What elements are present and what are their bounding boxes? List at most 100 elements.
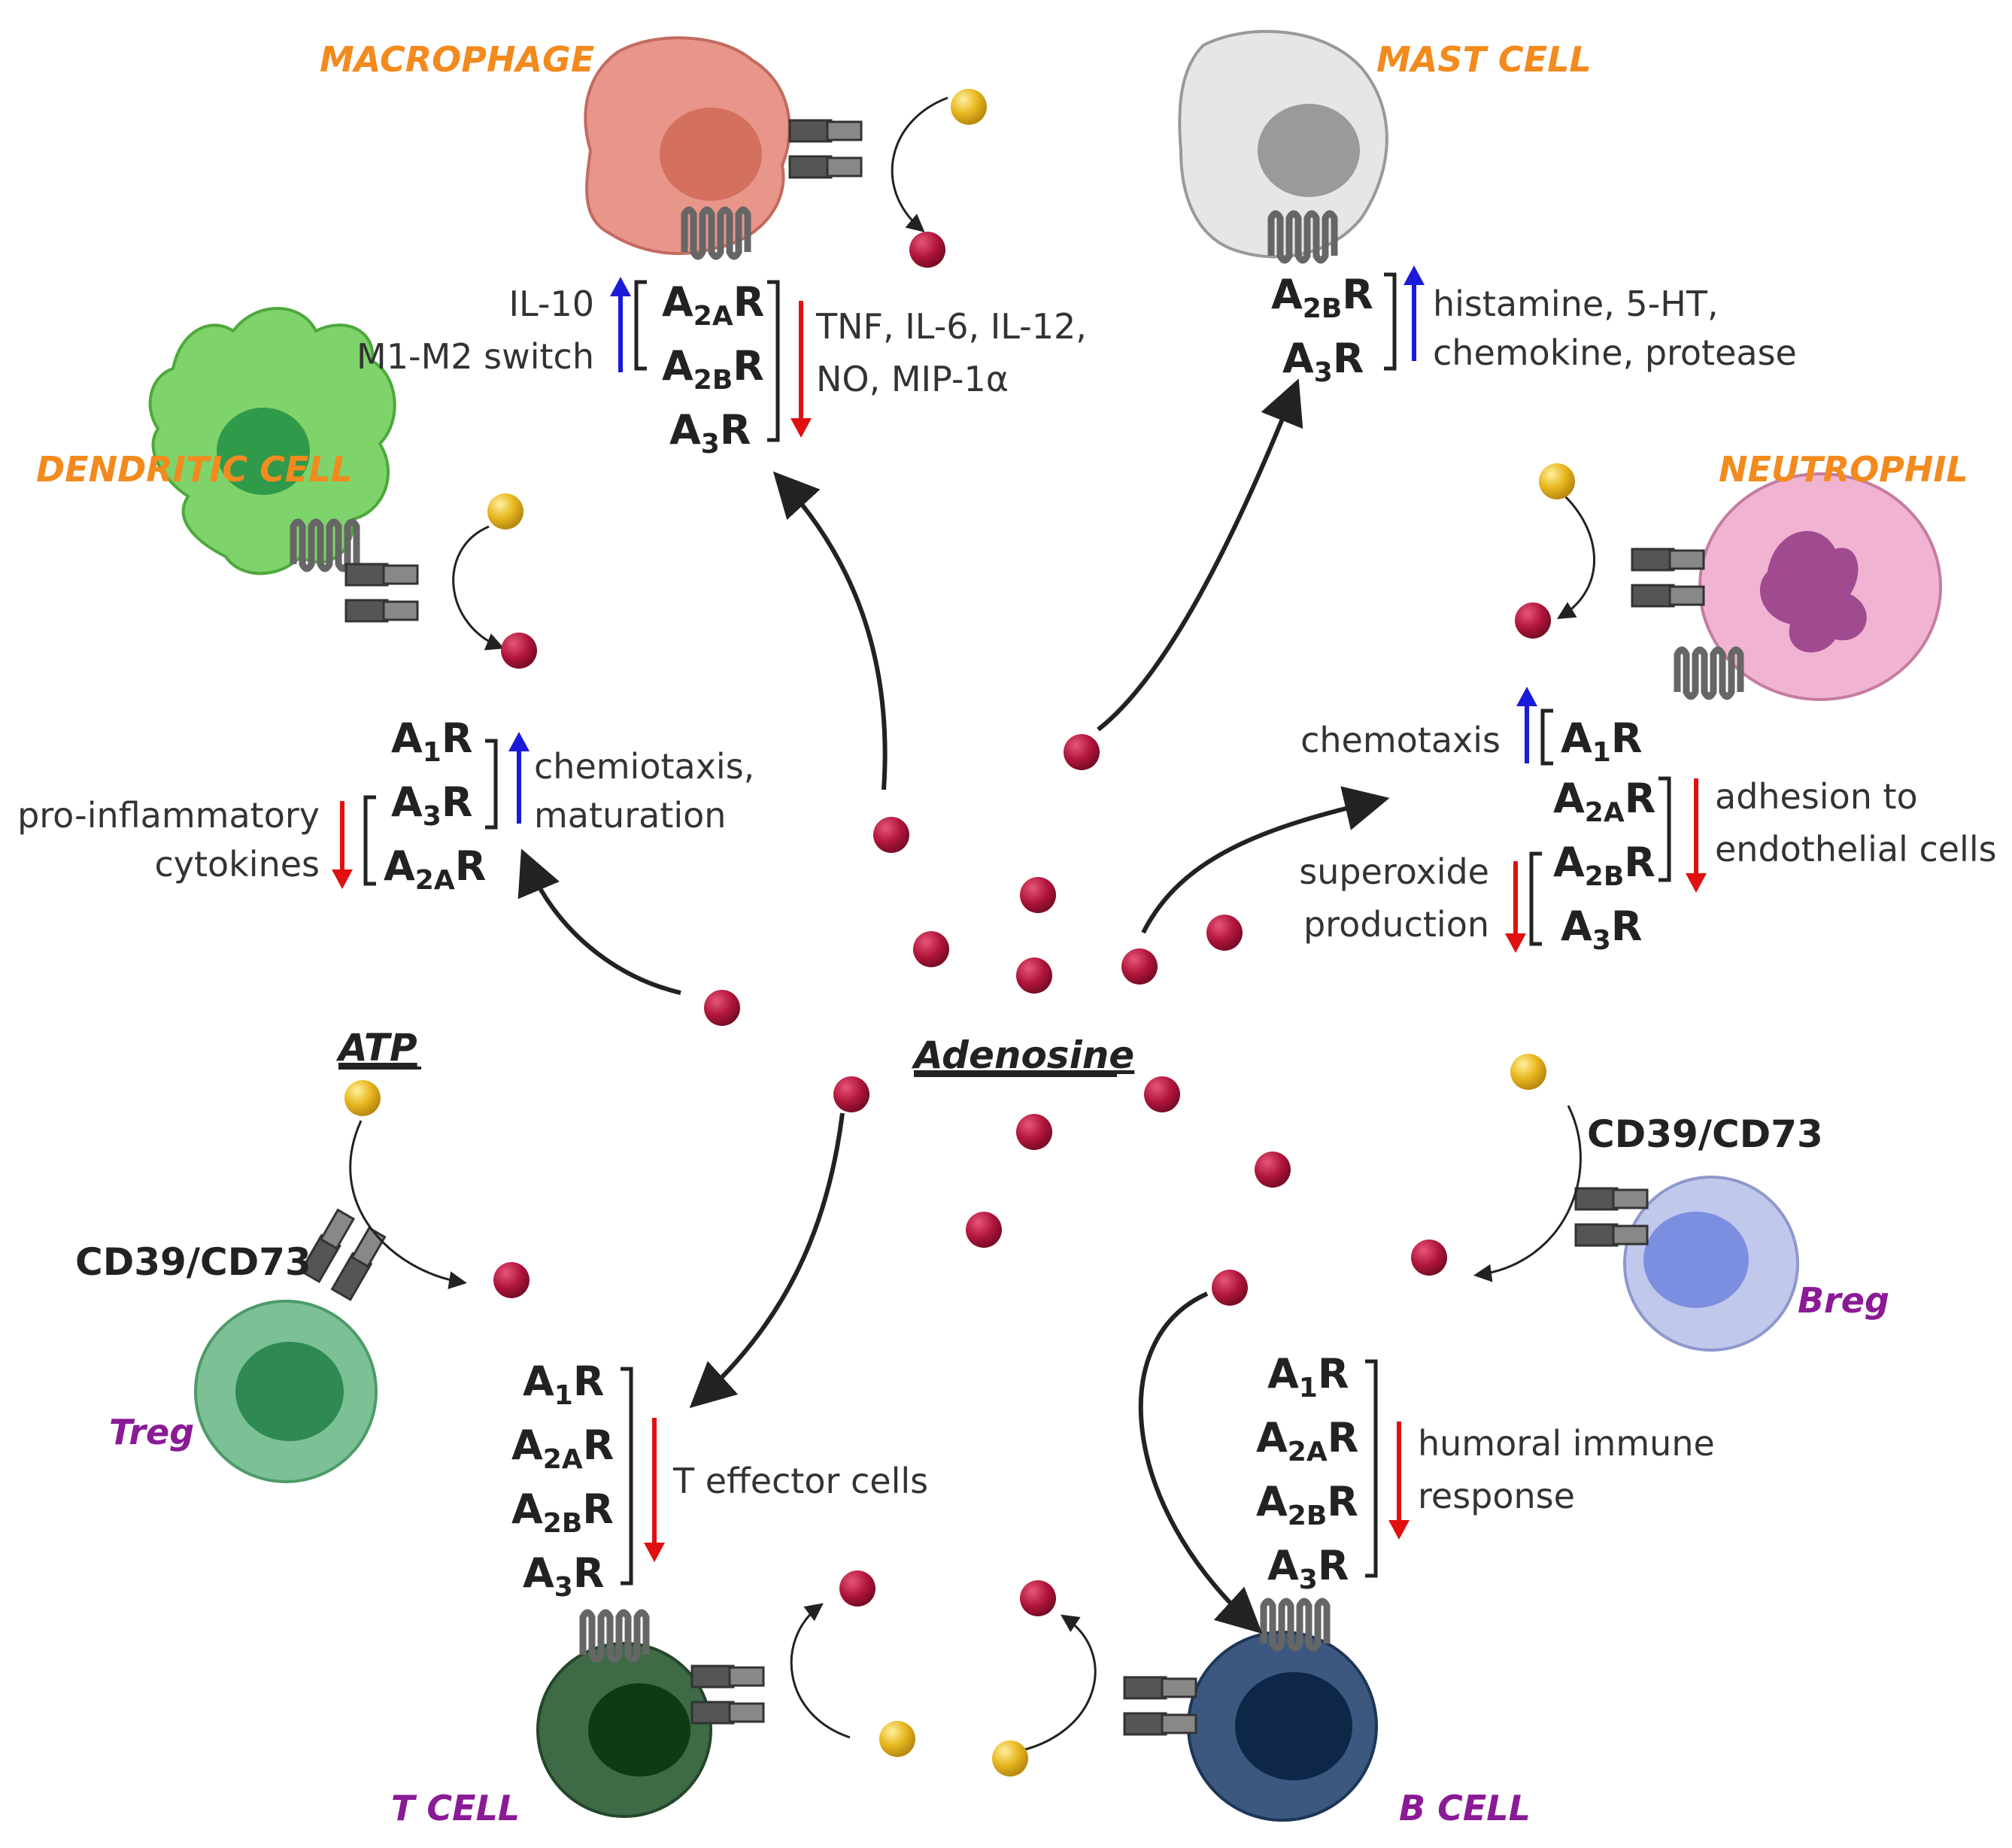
- adenosine-dot-icon: [1515, 602, 1551, 639]
- adenosine-dot-icon: [839, 1570, 876, 1607]
- adenosine-dot-icon: [1411, 1240, 1447, 1276]
- mast-up-effect-1: histamine, 5-HT,: [1433, 284, 1719, 324]
- adenosine-label: Adenosine: [911, 1033, 1134, 1077]
- adenosine-dot-icon: [873, 817, 909, 853]
- neutrophil-receptor-a1: A1R: [1561, 715, 1642, 768]
- adenosine-dot-icon: [501, 633, 537, 669]
- neutrophil-down-effect-right-2: endothelial cells: [1715, 829, 1997, 869]
- t-cell-receptor-block: A1R A2AR A2BR A3R T effector cells: [511, 1358, 928, 1603]
- mast-cell-receptor-block: A2BR A3R histamine, 5-HT, chemokine, pro…: [1271, 266, 1797, 388]
- adenosine-dot-icon: [493, 1262, 530, 1298]
- mast-cell: [1178, 29, 1388, 260]
- neutrophil-title: NEUTROPHIL: [1719, 449, 1968, 490]
- flow-arrows: [349, 96, 1595, 1754]
- dc-receptor-a3: A3R: [391, 778, 472, 832]
- macrophage-cell: [584, 36, 863, 256]
- breg-enzyme-label: CD39/CD73: [1587, 1112, 1823, 1156]
- treg-cell: [194, 1300, 378, 1483]
- adenosine-dot-icon: [1016, 1114, 1052, 1150]
- treg-enzyme-icon: [299, 1208, 387, 1301]
- up-arrowhead-icon: [1404, 266, 1425, 285]
- adenosine-dot-icon: [1121, 948, 1158, 985]
- t-cell: [536, 1613, 765, 1818]
- breg-cell: [1623, 1176, 1799, 1352]
- mast-receptor-a2b: A2BR: [1271, 271, 1373, 324]
- mast-receptor-a3: A3R: [1282, 335, 1364, 388]
- bcell-receptor-a3: A3R: [1267, 1542, 1349, 1595]
- macrophage-receptor-a2b: A2BR: [662, 342, 764, 396]
- dc-down-effect-2: cytokines: [154, 844, 320, 885]
- adenosine-dot-icon: [909, 232, 945, 268]
- tcell-receptor-a2a: A2AR: [511, 1422, 614, 1475]
- dc-up-effect-2: maturation: [534, 795, 726, 836]
- macrophage-receptor-block: IL-10 M1-M2 switch A2AR A2BR A3R TNF, IL…: [357, 277, 1087, 460]
- neutrophil-cell: [1631, 472, 1942, 701]
- macrophage-down-effect-2: NO, MIP-1α: [816, 359, 1009, 399]
- macrophage-down-effect-1: TNF, IL-6, IL-12,: [815, 306, 1087, 347]
- b-cell: [1123, 1601, 1378, 1822]
- bcell-receptor-a2a: A2AR: [1256, 1414, 1358, 1467]
- dc-up-effect-1: chemiotaxis,: [534, 746, 754, 787]
- macrophage-receptor-a2a: A2AR: [662, 278, 764, 332]
- down-arrowhead-icon: [1388, 1520, 1410, 1540]
- t-cell-title: T CELL: [391, 1788, 520, 1828]
- tcell-receptor-a2b: A2BR: [511, 1485, 614, 1539]
- mast-cell-title: MAST CELL: [1376, 39, 1592, 80]
- dc-receptor-a1: A1R: [391, 715, 472, 768]
- adenosine-dot-icon: [1016, 957, 1052, 994]
- dendritic-cell: [148, 307, 419, 623]
- atp-dot-icon: [344, 1080, 381, 1116]
- macrophage-receptor-a3: A3R: [669, 406, 751, 460]
- treg-enzyme-label: CD39/CD73: [75, 1240, 311, 1284]
- atp-dot-icon: [951, 89, 987, 125]
- adenosine-dot-icon: [1212, 1270, 1248, 1306]
- neutrophil-receptor-a3: A3R: [1561, 903, 1642, 956]
- adenosine-dot-icon: [704, 990, 740, 1026]
- tcell-receptor-a1: A1R: [523, 1358, 604, 1411]
- adenosine-dot-icon: [833, 1076, 869, 1112]
- neutrophil-receptor-block: chemotaxis A1R A2AR A2BR A3R adhesion to…: [1299, 687, 1997, 956]
- dendritic-cell-title: DENDRITIC CELL: [36, 449, 353, 490]
- adenosine-dot-icon: [913, 931, 949, 967]
- down-arrowhead-icon: [791, 418, 812, 438]
- bcell-receptor-a2b: A2BR: [1256, 1478, 1358, 1531]
- up-arrowhead-icon: [508, 732, 530, 751]
- atp-dot-icon: [992, 1740, 1028, 1777]
- dc-receptor-a2a: A2AR: [384, 842, 486, 896]
- atp-dot-icon: [487, 493, 523, 530]
- bcell-down-effect-1: humoral immune: [1418, 1423, 1715, 1464]
- breg-title: Breg: [1798, 1280, 1889, 1321]
- neutrophil-receptor-a2a: A2AR: [1553, 775, 1655, 828]
- adenosine-dot-icon: [1020, 877, 1056, 913]
- adenosine-dot-icon: [1064, 734, 1100, 770]
- up-arrowhead-icon: [1516, 687, 1537, 706]
- dc-down-effect-1: pro-inflammatory: [17, 795, 320, 836]
- macrophage-title: MACROPHAGE: [320, 39, 594, 80]
- dendritic-receptor-block: A1R A3R A2AR chemiotaxis, maturation pro…: [17, 715, 754, 896]
- atp-dot-icon: [1510, 1054, 1546, 1090]
- macrophage-up-effect-1: IL-10: [508, 284, 594, 324]
- b-cell-title: B CELL: [1399, 1788, 1531, 1828]
- adenosine-dot-icon: [1020, 1580, 1056, 1616]
- breg-enzyme-icon: [1574, 1187, 1649, 1247]
- adenosine-dot-icon: [1144, 1076, 1180, 1112]
- down-arrowhead-icon: [1686, 873, 1707, 893]
- neutrophil-receptor-a2b: A2BR: [1553, 839, 1655, 892]
- neutrophil-down-effect-left-2: production: [1303, 904, 1489, 945]
- mast-up-effect-2: chemokine, protease: [1433, 332, 1797, 373]
- macrophage-up-effect-2: M1-M2 switch: [357, 336, 594, 377]
- adenosine-molecules: [493, 232, 1551, 1616]
- down-arrowhead-icon: [332, 869, 353, 889]
- down-arrowhead-icon: [1505, 933, 1526, 953]
- atp-molecules: [344, 89, 1575, 1777]
- up-arrowhead-icon: [610, 277, 631, 296]
- adenosine-dot-icon: [1255, 1152, 1291, 1188]
- b-cell-receptor-block: A1R A2AR A2BR A3R humoral immune respons…: [1256, 1350, 1715, 1595]
- neutrophil-down-effect-right-1: adhesion to: [1715, 776, 1918, 817]
- bcell-down-effect-2: response: [1418, 1476, 1575, 1516]
- atp-dot-icon: [1539, 463, 1575, 499]
- neutrophil-down-effect-left-1: superoxide: [1299, 851, 1489, 892]
- tcell-down-effect: T effector cells: [672, 1461, 928, 1501]
- neutrophil-up-effect: chemotaxis: [1300, 720, 1501, 760]
